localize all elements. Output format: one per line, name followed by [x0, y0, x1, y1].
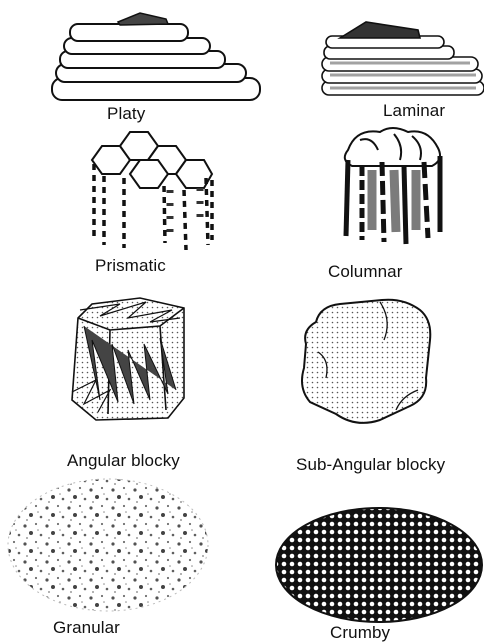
label-columnar: Columnar: [328, 262, 403, 282]
granular-illustration: [8, 479, 208, 611]
label-laminar: Laminar: [383, 101, 445, 121]
label-angular-blocky: Angular blocky: [67, 451, 180, 471]
label-prismatic: Prismatic: [95, 256, 166, 276]
label-platy: Platy: [107, 104, 145, 124]
label-sub-angular-blocky: Sub-Angular blocky: [296, 455, 445, 475]
label-crumby: Crumby: [330, 623, 390, 643]
laminar-illustration: [322, 22, 484, 95]
label-granular: Granular: [53, 618, 120, 638]
prismatic-illustration: [92, 132, 212, 250]
platy-illustration: [52, 13, 260, 100]
angular-blocky-illustration: [72, 298, 184, 420]
sub-angular-blocky-illustration: [302, 300, 430, 423]
columnar-illustration: [345, 128, 440, 244]
crumby-illustration: [276, 508, 482, 622]
